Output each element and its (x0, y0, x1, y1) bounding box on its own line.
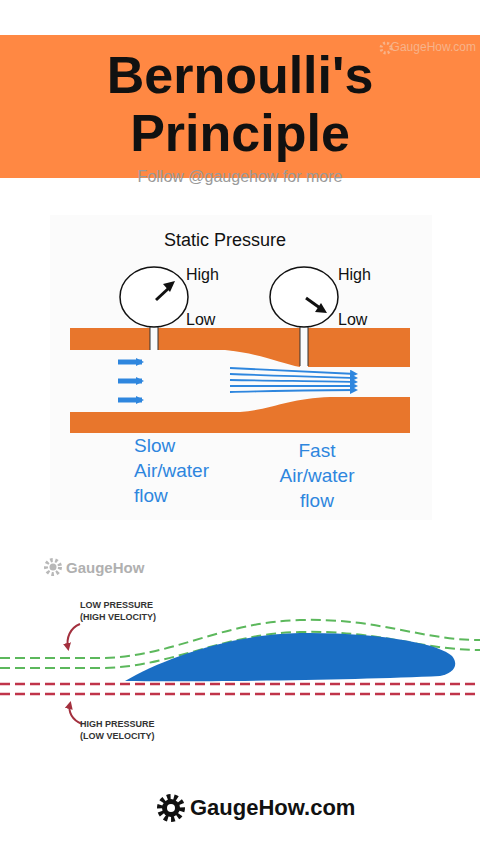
gauge-needle (163, 281, 175, 292)
lower-streamlines (0, 684, 480, 694)
watermark-gear (381, 43, 391, 53)
fast-flow-streamlines (230, 368, 356, 392)
slow-flow-arrows (118, 362, 142, 400)
pressure-note: HIGH PRESSURE (LOW VELOCITY) (80, 718, 166, 742)
airfoil (125, 633, 455, 681)
main-title: Bernoulli's Principle (40, 46, 440, 162)
follow-note: Follow @gaugehow for more (60, 168, 420, 186)
gauge-label: High (186, 266, 219, 284)
gauge-label: Low (186, 311, 215, 329)
logo-gear (160, 797, 182, 819)
pressure-tap (300, 326, 308, 368)
watermark-gear (46, 560, 60, 574)
gauge-needle (315, 303, 327, 313)
gauge-label: High (338, 266, 371, 284)
pressure-gauge (120, 267, 188, 327)
diagram-heading: Static Pressure (164, 230, 286, 251)
leader-arrow (68, 624, 81, 648)
pressure-note: LOW PRESSURE (HIGH VELOCITY) (80, 599, 166, 623)
watermark-text: GaugeHow.com (391, 41, 476, 55)
title-band (0, 35, 480, 178)
pressure-gauge (270, 267, 338, 327)
flow-label: Fast Air/water flow (262, 438, 372, 513)
watermark-text: GaugeHow (66, 559, 144, 576)
pipe-bottom-wall (70, 397, 410, 433)
pipe-constriction-top (225, 350, 410, 367)
diagram-panel (50, 215, 432, 520)
brand-logo-text: GaugeHow.com (190, 795, 355, 820)
pressure-tap (150, 326, 158, 351)
gauge-label: Low (338, 311, 367, 329)
flow-label: Slow Air/water flow (134, 433, 229, 508)
